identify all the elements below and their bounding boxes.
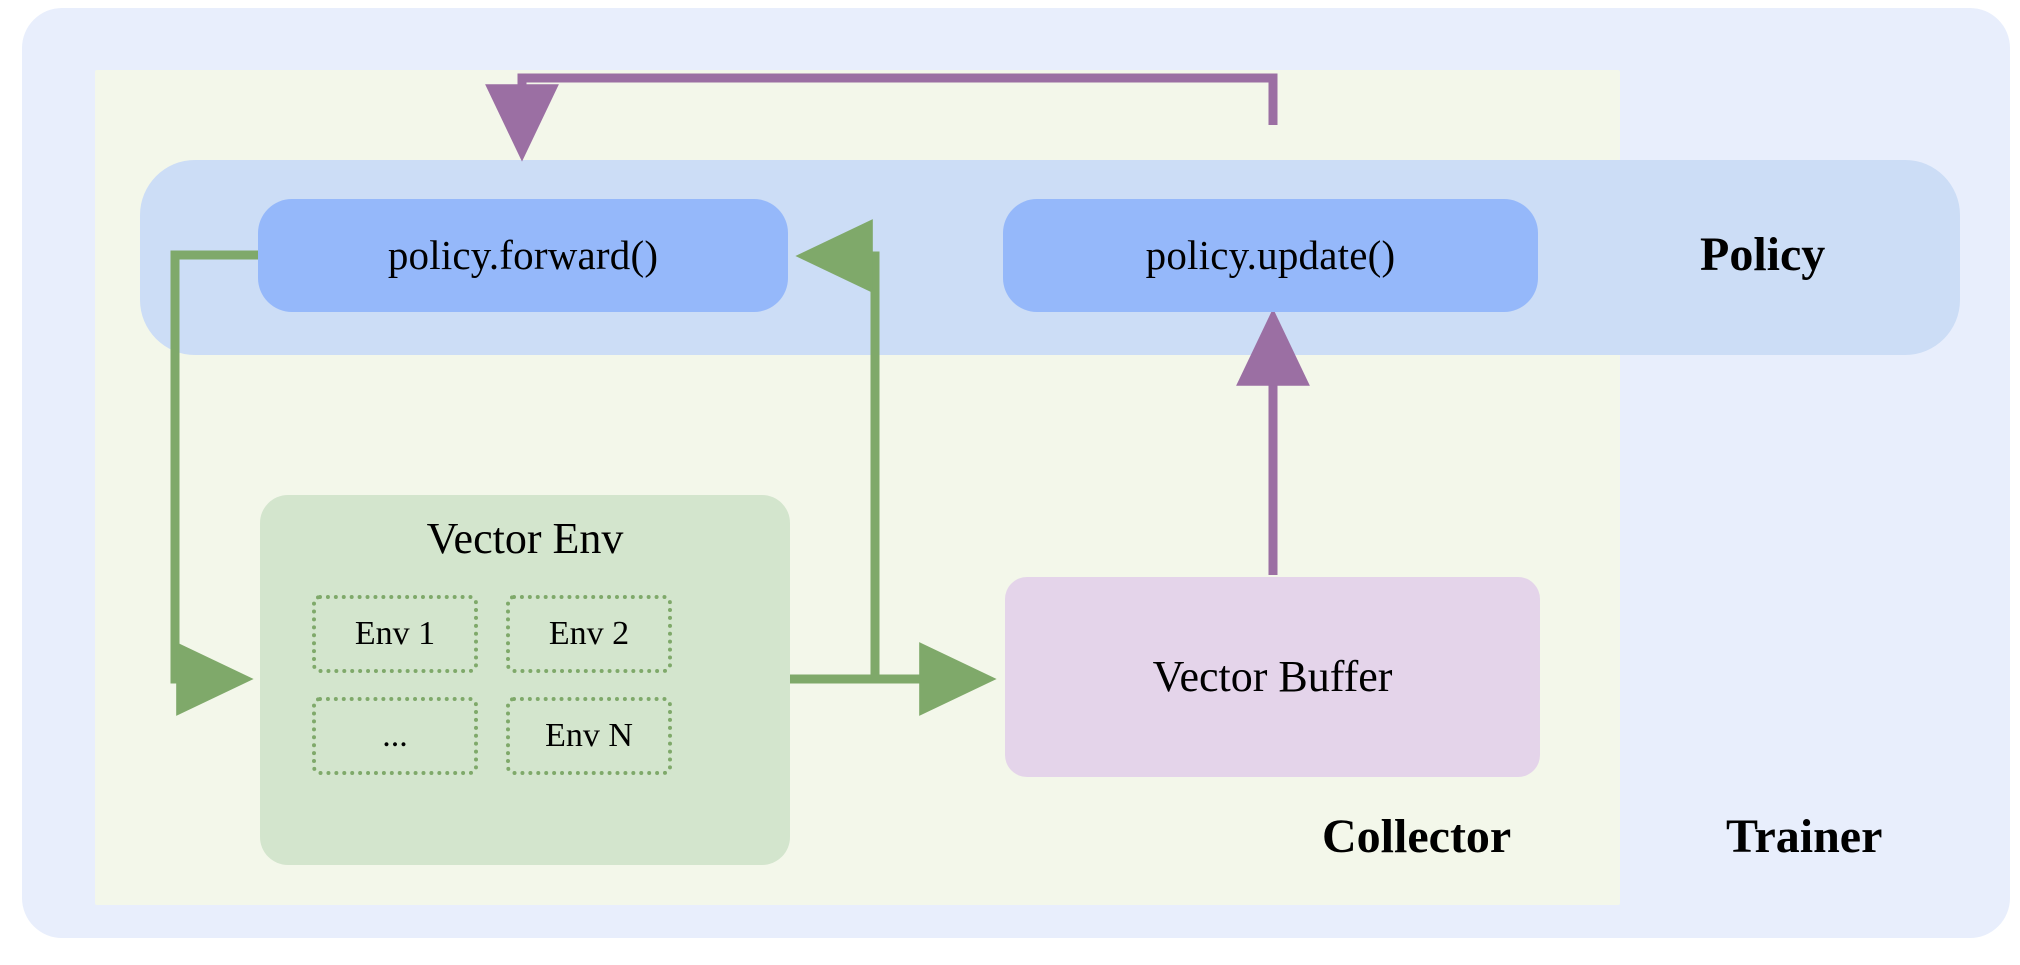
trainer-container-label: Trainer: [1726, 810, 1883, 863]
node-vector-buffer-label: Vector Buffer: [1152, 652, 1393, 701]
node-policy-update-label: policy.update(): [1145, 232, 1396, 278]
env-cell[interactable]: ...: [312, 697, 478, 775]
env-cell[interactable]: Env N: [506, 697, 672, 775]
node-vector-env[interactable]: Vector Env Env 1 Env 2 ... Env N: [260, 495, 790, 865]
node-vector-buffer[interactable]: Vector Buffer: [1005, 577, 1540, 777]
env-cell-label: Env 1: [354, 615, 436, 652]
env-cell[interactable]: Env 2: [506, 595, 672, 673]
env-cell-grid: Env 1 Env 2 ... Env N: [312, 595, 742, 775]
env-cell[interactable]: Env 1: [312, 595, 478, 673]
node-policy-forward-label: policy.forward(): [387, 232, 659, 278]
env-cell-label: Env 2: [548, 615, 630, 652]
env-cell-label: Env N: [545, 717, 633, 754]
node-policy-forward[interactable]: policy.forward(): [258, 199, 788, 312]
node-policy-update[interactable]: policy.update(): [1003, 199, 1538, 312]
collector-container-label: Collector: [1322, 810, 1512, 863]
env-cell-label: ...: [382, 717, 408, 754]
vector-env-title: Vector Env: [426, 514, 624, 563]
policy-container-label: Policy: [1700, 228, 1826, 281]
